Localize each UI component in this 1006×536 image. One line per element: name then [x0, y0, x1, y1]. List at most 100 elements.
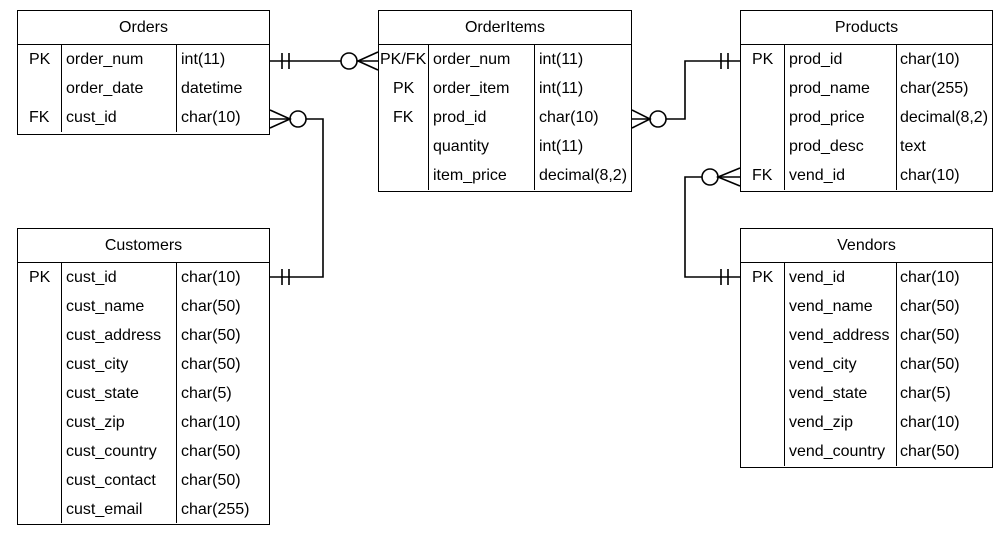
key-label: PK — [29, 51, 51, 68]
table-row[interactable]: prod_price decimal(8,2) — [741, 103, 992, 132]
field-type: char(10) — [900, 269, 960, 286]
field-type: decimal(8,2) — [539, 167, 628, 184]
table-row[interactable]: cust_contact char(50) — [18, 466, 269, 495]
field-name: cust_city — [66, 356, 129, 373]
key-label: FK — [393, 109, 414, 126]
products-table[interactable]: Products PK prod_id char(10) prod_name c… — [740, 10, 993, 192]
one-marker — [720, 269, 729, 285]
field-type: char(10) — [181, 414, 241, 431]
key-label: FK — [29, 109, 50, 126]
field-name: order_num — [66, 51, 144, 68]
field-type: int(11) — [181, 51, 226, 68]
zero-marker — [649, 110, 667, 128]
field-type: decimal(8,2) — [900, 109, 989, 126]
field-type: char(5) — [181, 385, 232, 402]
vendors-table[interactable]: Vendors PK vend_id char(10) vend_name ch… — [740, 228, 993, 468]
field-type: char(255) — [900, 80, 969, 97]
field-name: cust_id — [66, 109, 117, 126]
customers-table-title: Customers — [18, 229, 269, 263]
field-type: char(50) — [900, 327, 960, 344]
table-row[interactable]: cust_email char(255) — [18, 495, 269, 524]
table-row[interactable]: cust_state char(5) — [18, 379, 269, 408]
table-row[interactable]: cust_country char(50) — [18, 437, 269, 466]
field-name: order_item — [433, 80, 510, 97]
one-marker — [720, 53, 729, 69]
field-name: cust_state — [66, 385, 139, 402]
table-row[interactable]: FK cust_id char(10) — [18, 103, 269, 132]
field-type: char(50) — [181, 298, 241, 315]
field-name: vend_id — [789, 167, 846, 184]
customers-table[interactable]: Customers PK cust_id char(10) cust_name … — [17, 228, 270, 525]
field-type: int(11) — [539, 80, 584, 97]
many-marker — [715, 167, 741, 187]
field-type: char(10) — [181, 109, 241, 126]
orders-table[interactable]: Orders PK order_num int(11) order_date d… — [17, 10, 270, 135]
field-name: prod_name — [789, 80, 870, 97]
table-row[interactable]: FK prod_id char(10) — [379, 103, 631, 132]
table-row[interactable]: cust_address char(50) — [18, 321, 269, 350]
vendors-table-body: PK vend_id char(10) vend_name char(50) v… — [741, 263, 992, 466]
field-name: cust_country — [66, 443, 157, 460]
orderitems-table-title: OrderItems — [379, 11, 631, 45]
table-row[interactable]: vend_address char(50) — [741, 321, 992, 350]
field-name: prod_desc — [789, 138, 864, 155]
field-name: order_date — [66, 80, 144, 97]
field-type: char(255) — [181, 501, 250, 518]
table-row[interactable]: PK/FK order_num int(11) — [379, 45, 631, 74]
table-row[interactable]: item_price decimal(8,2) — [379, 161, 631, 190]
table-row[interactable]: PK vend_id char(10) — [741, 263, 992, 292]
table-row[interactable]: order_date datetime — [18, 74, 269, 103]
table-row[interactable]: vend_city char(50) — [741, 350, 992, 379]
table-row[interactable]: vend_zip char(10) — [741, 408, 992, 437]
table-row[interactable]: quantity int(11) — [379, 132, 631, 161]
customers-table-body: PK cust_id char(10) cust_name char(50) c… — [18, 263, 269, 523]
key-label: FK — [752, 167, 773, 184]
field-type: int(11) — [539, 51, 584, 68]
field-type: char(10) — [181, 269, 241, 286]
table-row[interactable]: FK vend_id char(10) — [741, 161, 992, 190]
field-name: cust_contact — [66, 472, 156, 489]
table-row[interactable]: cust_city char(50) — [18, 350, 269, 379]
table-row[interactable]: cust_name char(50) — [18, 292, 269, 321]
field-type: char(10) — [900, 167, 960, 184]
table-row[interactable]: cust_zip char(10) — [18, 408, 269, 437]
field-type: char(10) — [539, 109, 599, 126]
field-type: char(50) — [181, 327, 241, 344]
many-marker — [269, 109, 292, 129]
one-marker — [281, 269, 290, 285]
orders-table-body: PK order_num int(11) order_date datetime… — [18, 45, 269, 132]
table-row[interactable]: PK cust_id char(10) — [18, 263, 269, 292]
table-row[interactable]: vend_name char(50) — [741, 292, 992, 321]
field-type: datetime — [181, 80, 243, 97]
field-name: vend_state — [789, 385, 868, 402]
table-row[interactable]: vend_state char(5) — [741, 379, 992, 408]
field-name: prod_id — [433, 109, 487, 126]
table-row[interactable]: vend_country char(50) — [741, 437, 992, 466]
field-type: char(50) — [900, 443, 960, 460]
field-type: char(50) — [900, 298, 960, 315]
table-row[interactable]: prod_desc text — [741, 132, 992, 161]
key-label: PK — [752, 269, 774, 286]
table-row[interactable]: prod_name char(255) — [741, 74, 992, 103]
orderitems-table[interactable]: OrderItems PK/FK order_num int(11) PK or… — [378, 10, 632, 192]
table-row[interactable]: PK prod_id char(10) — [741, 45, 992, 74]
field-name: vend_id — [789, 269, 846, 286]
field-name: prod_id — [789, 51, 843, 68]
many-marker — [356, 51, 379, 71]
field-name: vend_country — [789, 443, 886, 460]
key-label: PK/FK — [380, 51, 427, 68]
one-marker — [281, 53, 290, 69]
table-row[interactable]: PK order_item int(11) — [379, 74, 631, 103]
table-row[interactable]: PK order_num int(11) — [18, 45, 269, 74]
field-name: cust_name — [66, 298, 145, 315]
many-marker — [631, 109, 652, 129]
field-type: char(10) — [900, 414, 960, 431]
field-name: cust_address — [66, 327, 162, 344]
key-label: PK — [752, 51, 774, 68]
field-name: vend_zip — [789, 414, 854, 431]
field-name: prod_price — [789, 109, 865, 126]
field-type: char(50) — [181, 356, 241, 373]
field-name: cust_id — [66, 269, 117, 286]
key-label: PK — [393, 80, 415, 97]
